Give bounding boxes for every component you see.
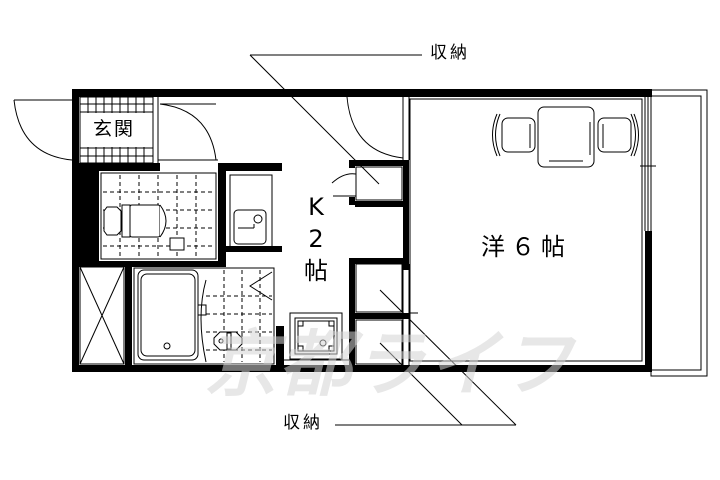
kitchen-label-unit: 帖 <box>304 257 328 285</box>
kitchen-label-size: 2 <box>308 225 324 253</box>
kitchen-label-k: K <box>308 193 324 221</box>
bathroom-sink <box>213 331 243 351</box>
entrance-tile-grid <box>80 97 153 163</box>
toilet-fixture <box>103 204 185 251</box>
bathtub <box>137 269 199 361</box>
dining-table-set <box>492 106 639 168</box>
western-room-label: 洋６帖 <box>481 233 571 261</box>
washing-machine-pan <box>289 312 343 360</box>
bathroom-floor-tiles <box>206 270 272 362</box>
storage-label-top: 収納 <box>430 43 470 63</box>
balcony <box>650 89 708 377</box>
entrance-label: 玄関 <box>91 118 138 140</box>
walls <box>72 89 652 372</box>
wash-basin <box>233 209 267 245</box>
callout-leader-lines <box>249 54 517 426</box>
storage-label-bottom: 収納 <box>283 413 323 433</box>
toilet-floor-tiles <box>103 175 214 257</box>
